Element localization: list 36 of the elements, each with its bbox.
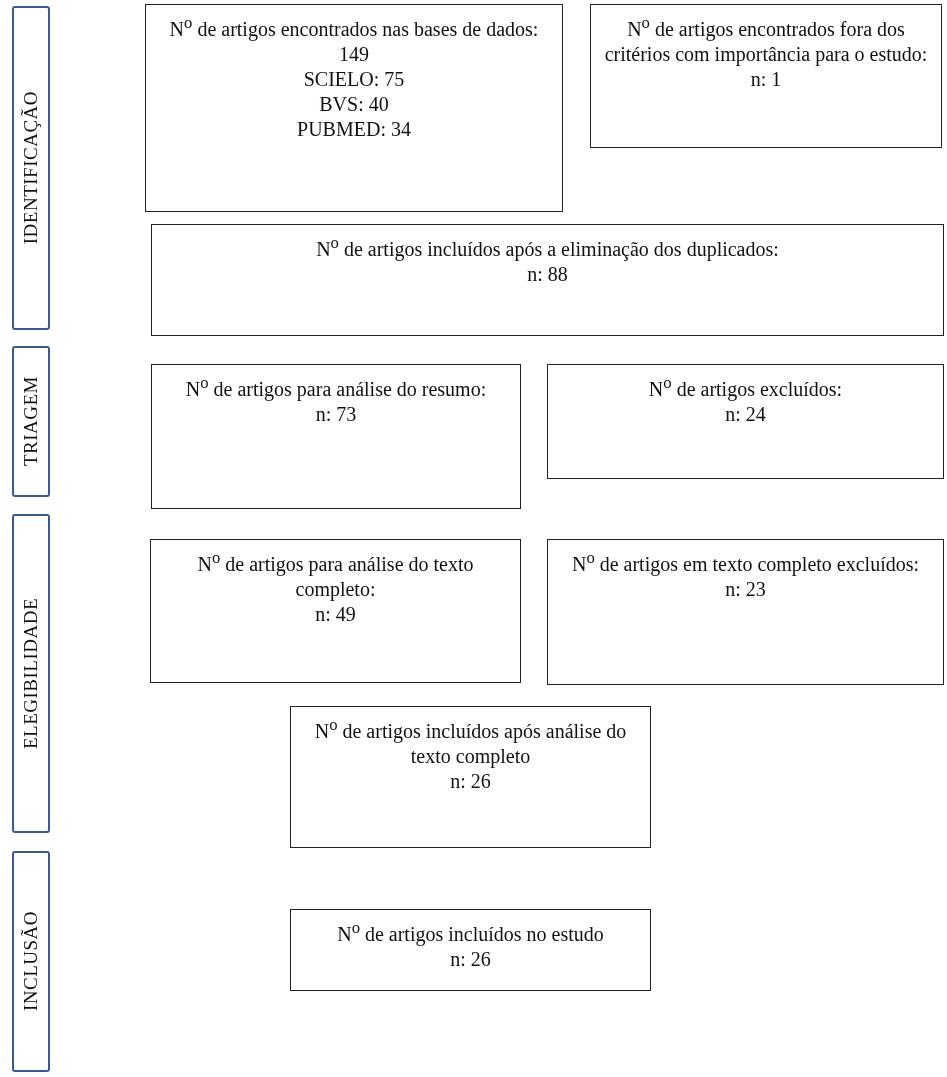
stage-label: INCLUSÃO (19, 911, 43, 1012)
box-heading: N$^{o}$ de artigos em texto completo excluídos: (570, 548, 921, 577)
process-box (547, 364, 944, 479)
process-box (590, 4, 942, 148)
box-heading: N$^{o}$ de artigos incluídos no estudo (336, 918, 605, 947)
stage-label: ELEGIBILIDADE (19, 597, 43, 750)
process-box (151, 224, 944, 336)
process-box (145, 4, 563, 212)
stage-band (12, 514, 50, 833)
count-text: n: 26 (449, 768, 492, 794)
process-box (290, 909, 651, 991)
count-text: n: 49 (314, 601, 357, 627)
stage-band (12, 851, 50, 1072)
box-heading: N$^{o}$ de artigos para análise do texto completo: (196, 548, 475, 602)
count-text: n: 24 (724, 401, 767, 427)
box-heading: N$^{o}$ de artigos excluídos: (647, 373, 844, 402)
stage-label: TRIAGEM (19, 376, 43, 467)
count-text: PUBMED: 34 (296, 116, 412, 142)
count-text: SCIELO: 75 (302, 66, 406, 92)
stage-band (12, 346, 50, 497)
box-heading: N$^{o}$ de artigos encontrados nas bases de dados: 149 (168, 13, 540, 67)
box-heading: N$^{o}$ de artigos encontrados fora dos critérios com importância para o estudo: (603, 13, 929, 67)
count-text: n: 23 (724, 576, 767, 602)
count-text: n: 88 (526, 261, 569, 287)
process-box (151, 364, 521, 509)
process-box (547, 539, 944, 685)
stage-band (12, 6, 50, 330)
count-text: n: 26 (449, 946, 492, 972)
box-heading: N$^{o}$ de artigos para análise do resumo: (184, 373, 488, 402)
stage-label: IDENTIFICAÇÃO (19, 91, 43, 245)
process-box (150, 539, 521, 683)
count-text: BVS: 40 (318, 91, 390, 117)
box-heading: N$^{o}$ de artigos incluídos após a eliminação dos duplicados: (315, 233, 780, 262)
count-text: n: 73 (314, 401, 358, 427)
count-text: n: 1 (749, 66, 783, 92)
process-box (290, 706, 651, 848)
